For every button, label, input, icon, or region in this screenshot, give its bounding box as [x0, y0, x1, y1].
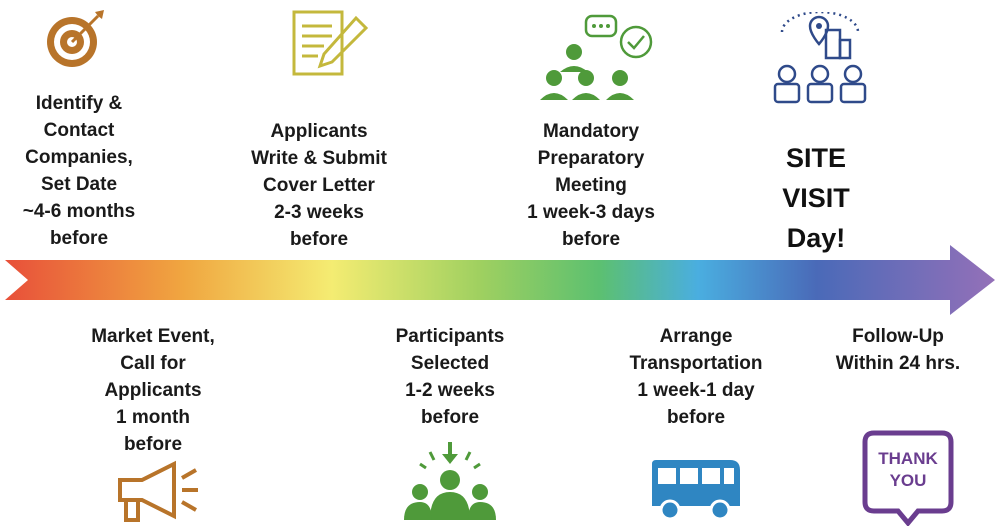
thank-you-icon: THANK YOU [862, 430, 954, 526]
site-visit-day: SITE VISIT Day! [782, 143, 850, 253]
step-identify-companies: Identify & Contact Companies, Set Date ~… [22, 93, 136, 249]
document-pencil-icon [292, 10, 369, 76]
target-icon [47, 10, 104, 67]
megaphone-icon [118, 460, 198, 522]
participants-icon [404, 442, 496, 520]
step-arrange-transportation: Arrange Transportation 1 week-1 day befo… [629, 326, 763, 428]
bus-icon [652, 460, 740, 521]
step-preparatory-meeting: Mandatory Preparatory Meeting 1 week-3 d… [527, 121, 655, 250]
thank-you-text: THANK YOU [862, 448, 954, 492]
step-write-cover-letter: Applicants Write & Submit Cover Letter 2… [251, 121, 387, 250]
timeline-arrow [5, 245, 995, 315]
step-follow-up: Follow-Up Within 24 hrs. [835, 326, 961, 374]
site-visit-icon [773, 12, 867, 104]
meeting-icon [540, 14, 653, 100]
step-participants-selected: Participants Selected 1-2 weeks before [395, 326, 505, 428]
thank-word: THANK [878, 449, 938, 468]
step-market-event: Market Event, Call for Applicants 1 mont… [91, 326, 215, 455]
you-word: YOU [889, 471, 927, 490]
